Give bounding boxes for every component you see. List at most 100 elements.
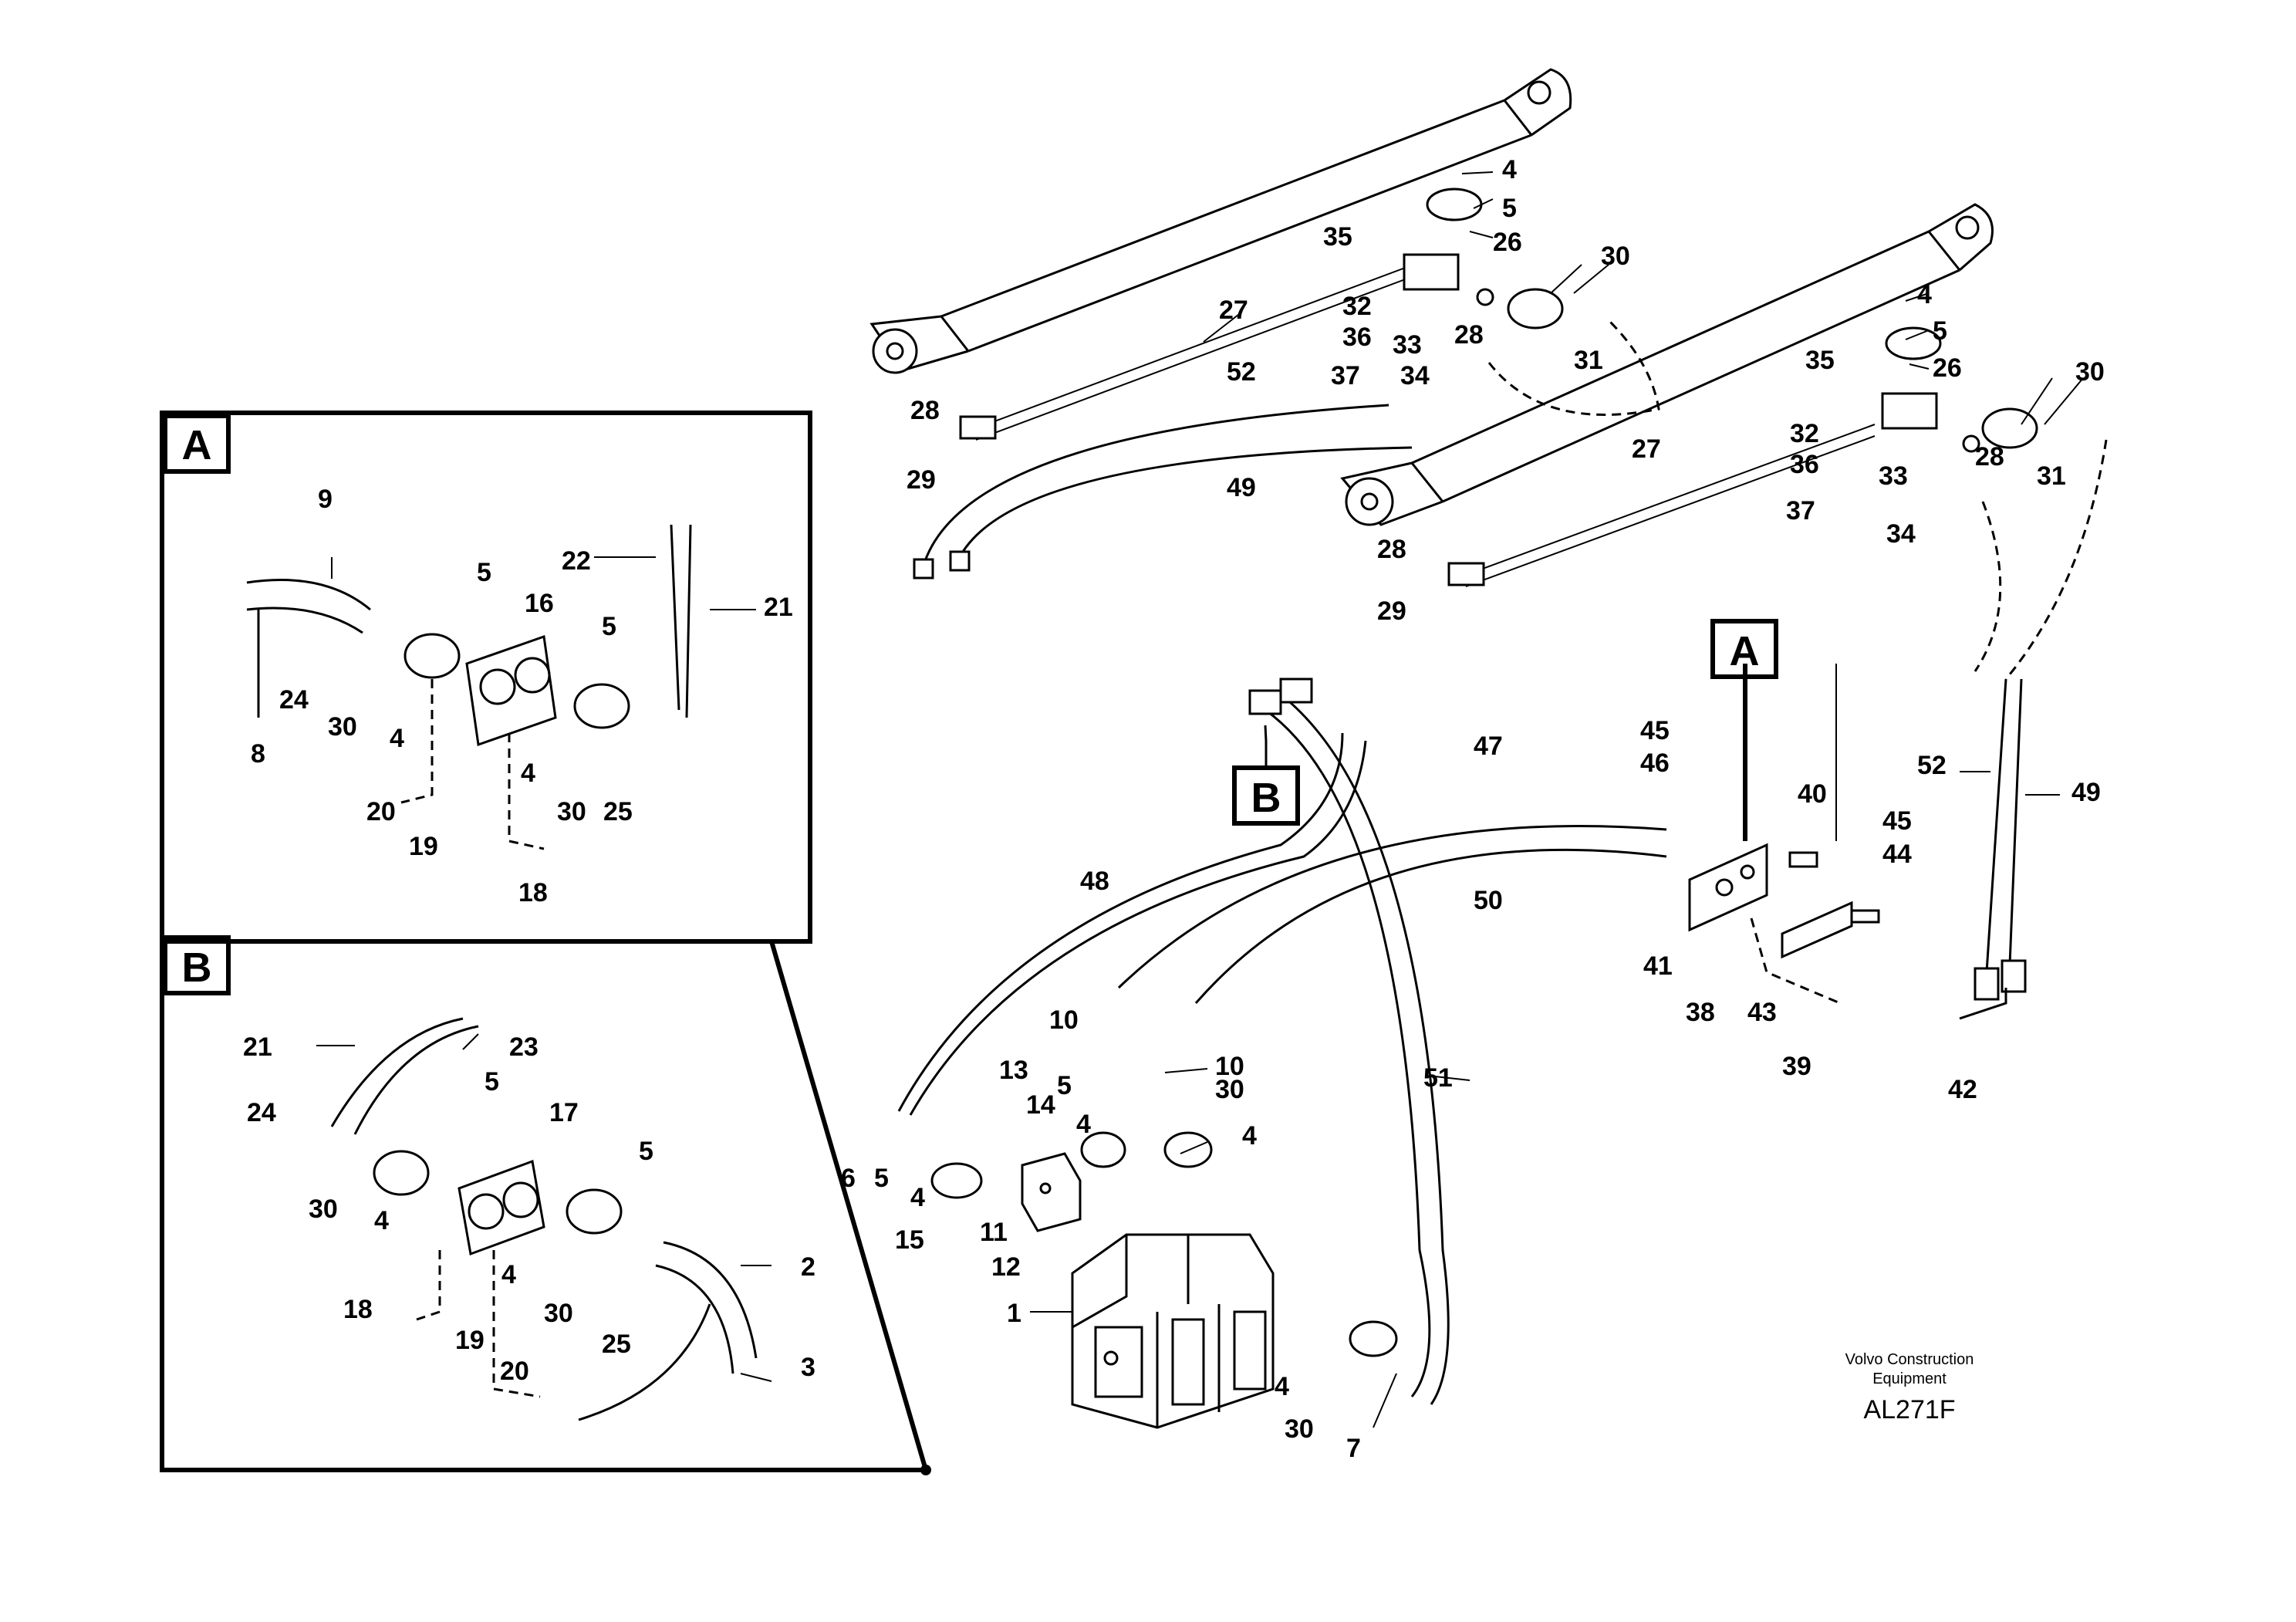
callout: 21 bbox=[243, 1032, 272, 1062]
callout: 10 bbox=[1049, 1005, 1079, 1035]
callout: 52 bbox=[1227, 357, 1256, 387]
callout: 5 bbox=[1502, 194, 1517, 223]
small-valve-11 bbox=[1021, 1152, 1082, 1232]
callout: 42 bbox=[1948, 1075, 1977, 1104]
hose-49 bbox=[955, 446, 1413, 564]
callout: 16 bbox=[525, 589, 554, 618]
callout: 52 bbox=[1917, 751, 1947, 780]
callout: 27 bbox=[1632, 434, 1661, 464]
callout: 28 bbox=[1975, 442, 2004, 471]
callout: 32 bbox=[1342, 292, 1372, 321]
callout: 25 bbox=[603, 797, 633, 826]
callout: 5 bbox=[1057, 1071, 1072, 1100]
callout: 43 bbox=[1747, 998, 1777, 1027]
callout: 31 bbox=[1574, 346, 1603, 375]
callout: 37 bbox=[1331, 361, 1360, 390]
detail-b-label: B bbox=[182, 944, 212, 991]
detail-a-ref-label: A bbox=[1730, 628, 1760, 674]
callout: 18 bbox=[343, 1295, 373, 1324]
callout: 48 bbox=[1080, 867, 1109, 896]
callout: 30 bbox=[309, 1195, 338, 1224]
callout: 4 bbox=[521, 759, 535, 788]
callout: 41 bbox=[1643, 951, 1673, 981]
callout: 30 bbox=[328, 712, 357, 742]
tube-27-lower bbox=[1465, 424, 1876, 576]
callout: 4 bbox=[374, 1206, 389, 1235]
hose-48 bbox=[897, 732, 1344, 1112]
control-valve-block bbox=[1071, 1233, 1275, 1429]
callout: 19 bbox=[455, 1326, 485, 1355]
callout: 17 bbox=[549, 1098, 579, 1127]
callout: 9 bbox=[318, 485, 333, 514]
callout: 49 bbox=[1227, 473, 1256, 502]
callout: 13 bbox=[999, 1056, 1028, 1085]
callout: 44 bbox=[1882, 840, 1912, 869]
callout: 45 bbox=[1640, 716, 1670, 745]
callout: 4 bbox=[1502, 155, 1517, 184]
callout: 5 bbox=[485, 1067, 499, 1097]
callout: 4 bbox=[910, 1183, 925, 1212]
detail-a-label: A bbox=[182, 422, 212, 468]
callout: 28 bbox=[910, 396, 940, 425]
callout: 15 bbox=[895, 1225, 924, 1255]
callout: 5 bbox=[1933, 316, 1947, 346]
callout: 27 bbox=[1219, 296, 1248, 325]
callout: 34 bbox=[1400, 361, 1430, 390]
callout: 29 bbox=[1377, 596, 1406, 626]
callout: 30 bbox=[2075, 357, 2105, 387]
callout: 4 bbox=[390, 724, 404, 753]
callout: 12 bbox=[991, 1252, 1021, 1282]
hose-52 bbox=[920, 404, 1389, 572]
callout: 36 bbox=[1790, 450, 1819, 479]
callout: 34 bbox=[1886, 519, 1916, 549]
tube-27-upper bbox=[975, 262, 1420, 429]
callout: 35 bbox=[1805, 346, 1835, 375]
callout: 11 bbox=[980, 1218, 1008, 1247]
callout: 4 bbox=[1917, 280, 1932, 309]
callout: 24 bbox=[279, 685, 309, 715]
callout: 1 bbox=[1007, 1299, 1021, 1328]
callout: 40 bbox=[1798, 779, 1827, 809]
callout: 35 bbox=[1323, 222, 1352, 252]
callout: 32 bbox=[1790, 419, 1819, 448]
callout: 38 bbox=[1686, 998, 1715, 1027]
callout: 28 bbox=[1454, 320, 1484, 350]
detail-a-hoses bbox=[246, 524, 692, 850]
callout: 4 bbox=[1242, 1121, 1257, 1151]
callout: 3 bbox=[801, 1353, 815, 1382]
callout: 2 bbox=[801, 1252, 815, 1282]
callout: 20 bbox=[500, 1357, 529, 1386]
leader-lines bbox=[316, 171, 2084, 1428]
detail-frame-b: B bbox=[160, 932, 931, 1475]
clamp-upper-1 bbox=[1403, 188, 1564, 329]
callout: 30 bbox=[1285, 1414, 1314, 1444]
plate-a-assembly bbox=[1688, 664, 1880, 1005]
callout: 8 bbox=[251, 739, 265, 769]
callout: 19 bbox=[409, 832, 438, 861]
callout: 26 bbox=[1933, 353, 1962, 383]
callout: 30 bbox=[557, 797, 586, 826]
detail-b-ref-label: B bbox=[1251, 775, 1281, 821]
detail-frame-a: A bbox=[160, 411, 812, 944]
callout: 51 bbox=[1423, 1063, 1453, 1093]
detail-b-hoses bbox=[330, 1017, 758, 1421]
callout: 5 bbox=[639, 1137, 653, 1166]
hydraulic-cylinder-1 bbox=[869, 68, 1572, 374]
callout: 50 bbox=[1474, 886, 1503, 915]
callout: 5 bbox=[477, 558, 491, 587]
drawing-code: AL271F bbox=[1863, 1395, 1955, 1424]
callout: 36 bbox=[1342, 323, 1372, 352]
callout: 30 bbox=[1215, 1075, 1244, 1104]
callout: 14 bbox=[1026, 1090, 1055, 1120]
callout: 49 bbox=[2071, 778, 2101, 807]
callout: 20 bbox=[366, 797, 396, 826]
callout: 10 bbox=[1215, 1052, 1244, 1081]
callout: 39 bbox=[1782, 1052, 1811, 1081]
callout: 21 bbox=[764, 593, 793, 622]
hose-50 bbox=[1194, 848, 1667, 1004]
callout: 6 bbox=[841, 1164, 856, 1193]
callout: 33 bbox=[1879, 461, 1908, 491]
callout: 4 bbox=[1275, 1372, 1289, 1401]
callout: 29 bbox=[907, 465, 936, 495]
callout: 22 bbox=[562, 546, 591, 576]
